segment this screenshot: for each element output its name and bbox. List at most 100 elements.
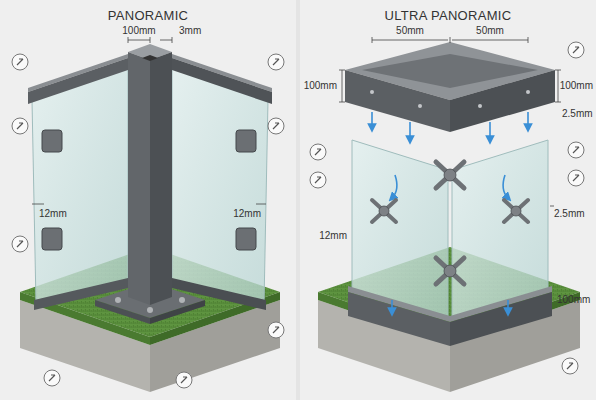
spider-fitting bbox=[379, 206, 389, 216]
top-frame bbox=[345, 42, 555, 132]
spider-fitting bbox=[372, 162, 528, 284]
fixing-arrow bbox=[371, 112, 373, 128]
spider-fitting bbox=[511, 206, 521, 216]
dimension-label: 100mm bbox=[559, 80, 594, 92]
dimension-line bbox=[32, 37, 266, 204]
bottom-channel bbox=[172, 278, 266, 310]
panel-backgrounds bbox=[0, 0, 296, 400]
callout-icon bbox=[568, 142, 584, 158]
fixing-arrow bbox=[489, 122, 491, 140]
dimension-label: 50mm bbox=[475, 25, 505, 37]
callout-icon bbox=[315, 149, 321, 155]
callout-icon bbox=[273, 123, 279, 129]
dimension-label: 100mm bbox=[303, 80, 338, 92]
glass-panel bbox=[352, 140, 548, 318]
spider-fitting bbox=[504, 200, 528, 222]
base-plate bbox=[147, 307, 153, 313]
dimension-label: 3mm bbox=[178, 25, 202, 37]
dimension-line bbox=[339, 37, 561, 206]
dimension-label: 100mm bbox=[121, 25, 156, 37]
callout-icon bbox=[568, 170, 584, 186]
top-frame bbox=[345, 70, 450, 132]
dimension-label: 50mm bbox=[395, 25, 425, 37]
base-plate bbox=[95, 300, 150, 324]
panel-heading: PANORAMIC bbox=[0, 0, 296, 23]
top-frame bbox=[526, 90, 530, 94]
panel: PANORAMIC bbox=[0, 0, 296, 400]
base-plate bbox=[150, 300, 205, 324]
corner-post bbox=[128, 44, 172, 305]
callout-icon bbox=[44, 370, 60, 386]
base-plate bbox=[115, 297, 121, 303]
spider-fitting bbox=[372, 200, 396, 222]
fixing-arrow bbox=[507, 300, 509, 312]
callout-icon bbox=[176, 372, 192, 388]
callout-icon bbox=[12, 236, 28, 252]
fixing-arrow bbox=[372, 112, 528, 312]
callout-icon bbox=[268, 54, 284, 70]
glass-panel bbox=[452, 140, 548, 318]
callout-icon bbox=[17, 241, 23, 247]
panel: ULTRA PANORAMIC bbox=[300, 0, 596, 400]
dimension-label: 100mm bbox=[556, 294, 591, 306]
fixing-arrow bbox=[391, 300, 393, 312]
fixing-arrow bbox=[392, 175, 397, 198]
top-frame bbox=[450, 70, 555, 132]
callout-icon bbox=[273, 327, 279, 333]
callout-icon bbox=[315, 177, 321, 183]
callout-icon bbox=[273, 59, 279, 65]
dimension-line bbox=[160, 37, 172, 43]
glass-clamp bbox=[236, 130, 256, 152]
spider-fitting bbox=[444, 169, 456, 181]
base-plate bbox=[179, 297, 185, 303]
corner-post bbox=[128, 52, 150, 305]
callout-icon bbox=[181, 377, 187, 383]
glass-clamp bbox=[42, 130, 256, 250]
top-frame bbox=[478, 104, 482, 108]
bottom-channel bbox=[34, 278, 128, 310]
fixing-arrow bbox=[503, 175, 508, 198]
bottom-channel bbox=[348, 286, 552, 346]
callout-icon bbox=[310, 172, 326, 188]
glass-panel bbox=[352, 140, 448, 318]
dimension-line bbox=[32, 204, 266, 205]
dimension-label: 12mm bbox=[38, 208, 68, 220]
bottom-channel bbox=[348, 292, 450, 346]
dimension-line bbox=[128, 37, 150, 43]
callout-icon bbox=[49, 375, 55, 381]
corner-post bbox=[150, 52, 172, 305]
glass-panel bbox=[172, 68, 268, 304]
dimension-line bbox=[372, 37, 528, 43]
callout-icon bbox=[12, 42, 584, 388]
callout-icon bbox=[17, 123, 23, 129]
dimension-line bbox=[550, 206, 554, 207]
callout-icon bbox=[562, 358, 578, 374]
top-frame bbox=[370, 90, 374, 94]
dimension-label: 12mm bbox=[318, 230, 348, 242]
dimension-label: 12mm bbox=[232, 208, 262, 220]
top-rail bbox=[28, 58, 128, 104]
callout-icon bbox=[573, 147, 579, 153]
top-frame bbox=[418, 104, 422, 108]
bottom-channel bbox=[450, 292, 552, 346]
callout-icon bbox=[310, 144, 326, 160]
callout-icon bbox=[573, 47, 579, 53]
fixing-arrow bbox=[409, 122, 411, 140]
dimension-label: 2.5mm bbox=[561, 108, 594, 120]
callout-icon bbox=[568, 42, 584, 58]
glass-panel bbox=[32, 68, 128, 304]
callout-icon bbox=[567, 363, 573, 369]
glass-clamp bbox=[236, 228, 256, 250]
panel-heading: ULTRA PANORAMIC bbox=[300, 0, 596, 23]
callout-icon bbox=[12, 54, 28, 70]
callout-icon bbox=[17, 59, 23, 65]
callout-icon bbox=[268, 322, 284, 338]
fixing-arrow bbox=[527, 112, 529, 128]
spider-fitting bbox=[444, 265, 456, 277]
glass-clamp bbox=[42, 228, 62, 250]
glass-clamp bbox=[42, 130, 62, 152]
dimension-line bbox=[339, 70, 345, 102]
